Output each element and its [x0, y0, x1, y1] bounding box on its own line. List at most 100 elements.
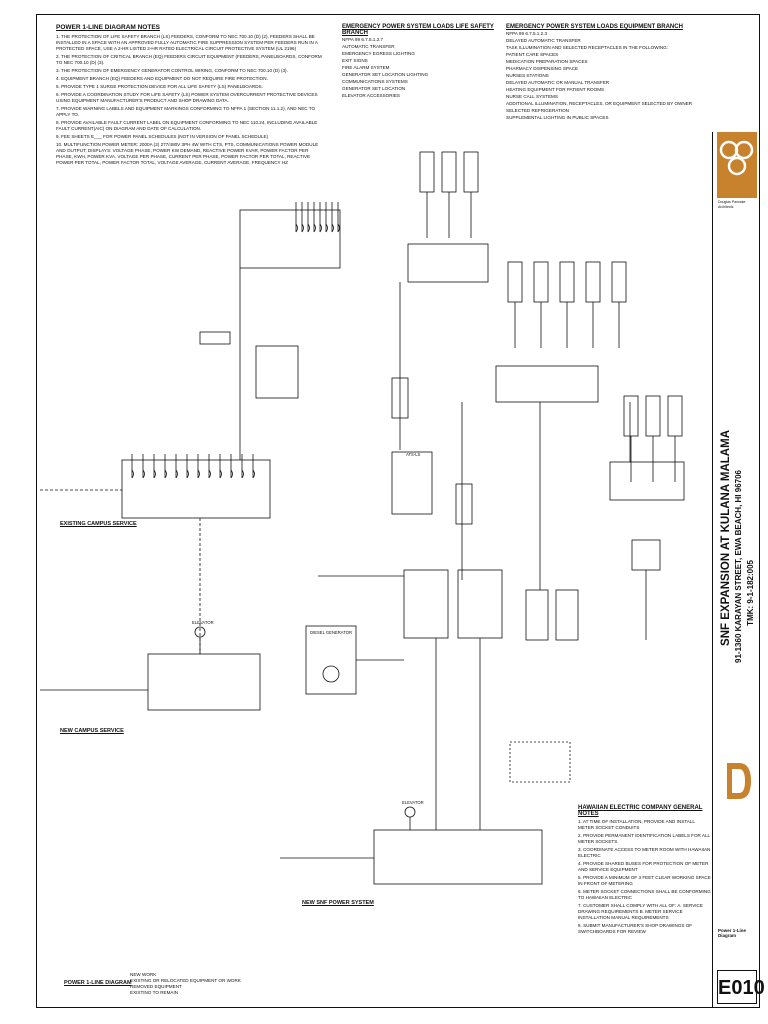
- he-note-item: 1. AT TIME OF INSTALLATION, PROVIDE AND …: [578, 819, 695, 830]
- note-item: 3. THE PROTECTION OF EMERGENCY GENERATOR…: [56, 68, 288, 73]
- existing-breakers: [131, 454, 255, 479]
- he-note-item: 4. PROVIDE SHARED BUSES FOR PROTECTION O…: [578, 861, 709, 872]
- eq-branch-line: PHARMACY DISPENSING SPACE: [506, 66, 579, 71]
- ats-1: [255, 345, 299, 399]
- sheet-number: E010: [717, 970, 765, 1004]
- breaker-symbol: [153, 469, 156, 479]
- ls-branch-line: FIRE ALARM SYSTEM: [342, 65, 390, 70]
- eq-branch-line: DELAYED AUTOMATIC OR MANUAL TRANSFER: [506, 80, 610, 85]
- legend-item: EXISTING TO REMAIN: [130, 990, 179, 995]
- new-campus-switchboard: [147, 653, 261, 711]
- load-box: [623, 395, 639, 437]
- he-note-item: 6. METER SOCKET CONNECTIONS SHALL BE CON…: [578, 889, 711, 900]
- eq-branch-line: NFPA 99 6.7.5.1.2.3: [506, 31, 548, 36]
- ls-panelboard: [407, 243, 489, 283]
- ls-branch-line: GENERATOR SET LOCATION: [342, 86, 406, 91]
- firm-name: Douglas Pancake Architects: [718, 200, 746, 209]
- firm-logo: [717, 132, 757, 198]
- ls-transformer: [391, 377, 409, 419]
- eq-branch-line: SELECTED REFRIGERATION: [506, 108, 569, 113]
- he-note-item: 7. CUSTOMER SHALL COMPLY WITH ALL OF: A.…: [578, 903, 703, 920]
- transformer-label-box: [199, 331, 231, 345]
- generator-label: DIESEL GENERATOR: [310, 630, 353, 635]
- ls-branch-line: COMMUNICATIONS SYSTEMS: [342, 79, 408, 84]
- breaker-symbol: [252, 469, 255, 479]
- note-item: 6. PROVIDE A COORDINATION STUDY FOR LIFE…: [56, 92, 318, 103]
- breaker-symbol: [164, 469, 167, 479]
- panel-ch2: [631, 539, 661, 571]
- new-snf-label: NEW SNF POWER SYSTEM: [302, 900, 374, 906]
- eq-loads-2: [623, 395, 683, 482]
- eq-branch-line: DELAYED AUTOMATIC TRANSFER: [506, 38, 581, 43]
- he-note-item: 2. PROVIDE PERMANENT IDENTIFICATION LABE…: [578, 833, 710, 844]
- eq-branch-line: SUPPLEMENTAL LIGHTING IN PUBLIC SPACES: [506, 115, 609, 120]
- load-box: [463, 151, 479, 193]
- note-item: 10. MULTIFUNCTION POWER METER: 2000A (2)…: [56, 142, 319, 165]
- generator: [305, 625, 357, 695]
- project-tmk: TMK: 9-1-182:005: [746, 560, 755, 626]
- load-box: [667, 395, 683, 437]
- eq-panelboard-2: [609, 461, 685, 501]
- he-note-item: 5. PROVIDE A MINIMUM OF 3 FEET CLEAR WOR…: [578, 875, 711, 886]
- breaker-symbol: [186, 469, 189, 479]
- notes-list: 1. THE PROTECTION OF LIFE SAFETY BRANCH …: [56, 34, 326, 166]
- he-notes-title: HAWAIIAN ELECTRIC COMPANY GENERAL NOTES: [578, 805, 703, 817]
- elevator-label: ELEVATOR: [192, 620, 214, 625]
- ats-ls: [391, 451, 433, 515]
- load-box: [441, 151, 457, 193]
- eq-branch-line: PATIENT CARE SPACES: [506, 52, 559, 57]
- note-item: 8. PROVIDE AVAILABLE FAULT CURRENT LABEL…: [56, 120, 318, 131]
- breaker-symbol: [131, 469, 134, 479]
- project-address: 91-1360 KARAYAN STREET, EWA BEACH, HI 96…: [734, 470, 743, 663]
- eq-branch-line: NURSE CALL SYSTEMS: [506, 94, 558, 99]
- eq-branch-line: HEATING EQUIPMENT FOR PATIENT ROOMS: [506, 87, 605, 92]
- panel-ch: [555, 589, 579, 641]
- ats-eq: [457, 569, 503, 639]
- sheet-title: Power 1-Line Diagram: [718, 928, 747, 938]
- note-item: 7. PROVIDE WARNING LABELS AND EQUIPMENT …: [56, 106, 316, 117]
- breaker-symbol: [142, 469, 145, 479]
- eq-branch-line: MEDICATION PREPARATION SPACES: [506, 59, 588, 64]
- ls-branch-line: EXIT SIGNS: [342, 58, 368, 63]
- drawing-sheet-border: [36, 14, 760, 1008]
- eq-branch-line: NURSES STATIONS: [506, 73, 549, 78]
- legend-item: NEW WORK: [130, 972, 157, 977]
- engineer-logo-icon: [727, 763, 751, 799]
- breaker-symbol: [208, 469, 211, 479]
- breaker-symbol: [331, 223, 334, 233]
- breaker-symbol: [197, 469, 200, 479]
- load-box: [645, 395, 661, 437]
- ls-branch-line: EMERGENCY EGRESS LIGHTING: [342, 51, 415, 56]
- breaker-symbol: [301, 223, 304, 233]
- load-box: [533, 261, 549, 303]
- ls-branch-block: EMERGENCY POWER SYSTEM LOADS LIFE SAFETY…: [342, 24, 502, 99]
- eq-branch-line: ADDITIONAL ILLUMINATION, RECEPTACLES, OR…: [506, 101, 693, 106]
- future-equipment: [509, 741, 571, 783]
- breaker-symbol: [175, 469, 178, 479]
- breaker-symbol: [337, 223, 340, 233]
- note-item: 1. THE PROTECTION OF LIFE SAFETY BRANCH …: [56, 34, 318, 51]
- he-notes-block: HAWAIIAN ELECTRIC COMPANY GENERAL NOTES …: [578, 805, 712, 935]
- generator-symbol: [322, 665, 340, 683]
- he-note-item: 3. COORDINATE ACCESS TO METER ROOM WITH …: [578, 847, 711, 858]
- panel-cr: [525, 589, 549, 641]
- ls-loads: [419, 151, 479, 238]
- eq-branch-title: EMERGENCY POWER SYSTEM LOADS EQUIPMENT B…: [506, 24, 683, 30]
- eq-branch-block: EMERGENCY POWER SYSTEM LOADS EQUIPMENT B…: [506, 24, 706, 121]
- elevator-label-2: ELEVATOR: [402, 800, 424, 805]
- existing-switchboard: [121, 459, 271, 519]
- notes-title: POWER 1-LINE DIAGRAM NOTES: [56, 24, 161, 31]
- eq-transformer: [455, 483, 473, 525]
- new-snf-switchboard: [373, 829, 543, 885]
- breaker-symbol: [325, 223, 328, 233]
- eq-panelboard: [495, 365, 599, 403]
- note-item: 4. EQUIPMENT BRANCH (EQ) FEEDERS AND EQU…: [56, 76, 268, 81]
- breaker-symbol: [230, 469, 233, 479]
- ats-cr: [403, 569, 449, 639]
- load-box: [419, 151, 435, 193]
- breaker-symbol: [307, 223, 310, 233]
- legend-item: EXISTING OR RELOCATED EQUIPMENT OR WORK: [130, 978, 241, 983]
